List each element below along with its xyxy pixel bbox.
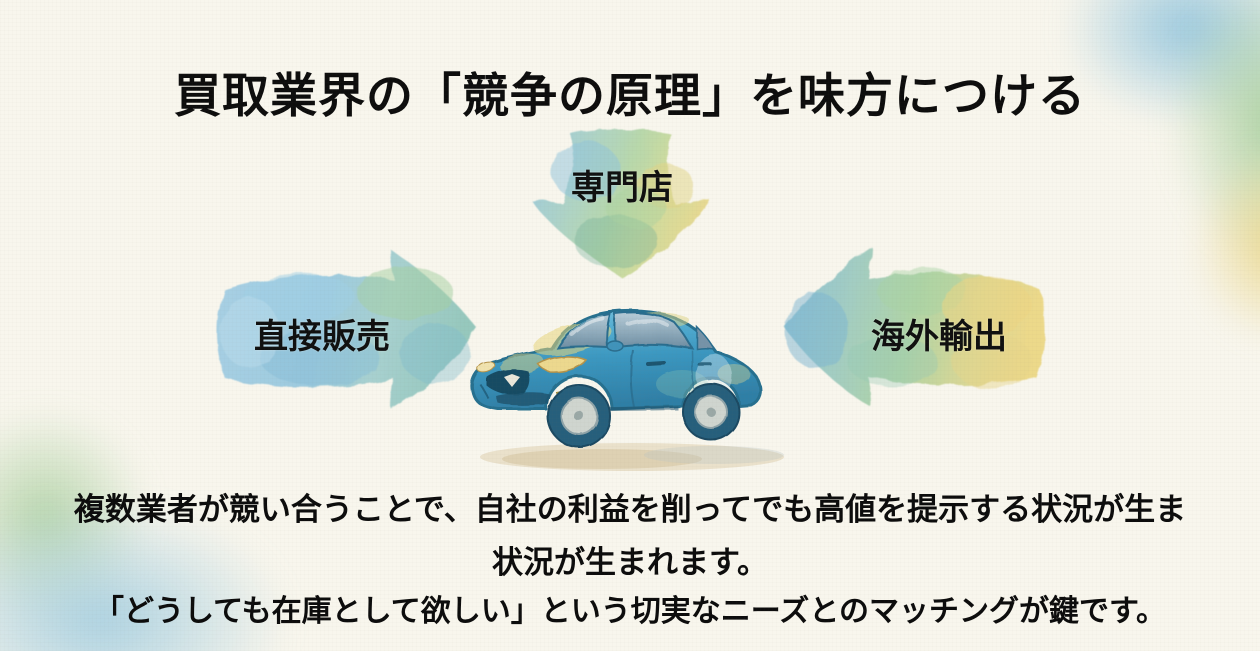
right-arrow-icon bbox=[217, 249, 479, 409]
left-arrow-icon bbox=[784, 247, 1045, 407]
watercolor-wash-top-right-yellow bbox=[1192, 145, 1260, 345]
arrow-label-direct-sales: 直接販売 bbox=[254, 318, 390, 356]
arrow-label-overseas-export: 海外輸出 bbox=[871, 318, 1007, 356]
description-line-1: 複数業者が競い合うことで、自社の利益を削ってでも高値を提示する状況が生ま bbox=[73, 492, 1187, 527]
page-title: 買取業界の「競争の原理」を味方につける bbox=[174, 71, 1086, 124]
description-line-3: 「どうしても在庫として欲しい」という切実なニーズとのマッチングが鍵です。 bbox=[94, 595, 1166, 628]
down-arrow-icon bbox=[532, 129, 710, 278]
watercolor-car-icon bbox=[470, 309, 784, 471]
arrow-specialty-shop: 専門店 bbox=[516, 126, 728, 286]
arrow-label-specialty-shop: 専門店 bbox=[571, 169, 673, 207]
arrow-overseas-export: 海外輸出 bbox=[772, 236, 1052, 424]
car-illustration bbox=[452, 264, 808, 478]
arrow-direct-sales: 直接販売 bbox=[210, 238, 485, 426]
watercolor-wash-top-right-green bbox=[1168, 0, 1260, 265]
description-line-2: 状況が生まれます。 bbox=[492, 545, 768, 580]
